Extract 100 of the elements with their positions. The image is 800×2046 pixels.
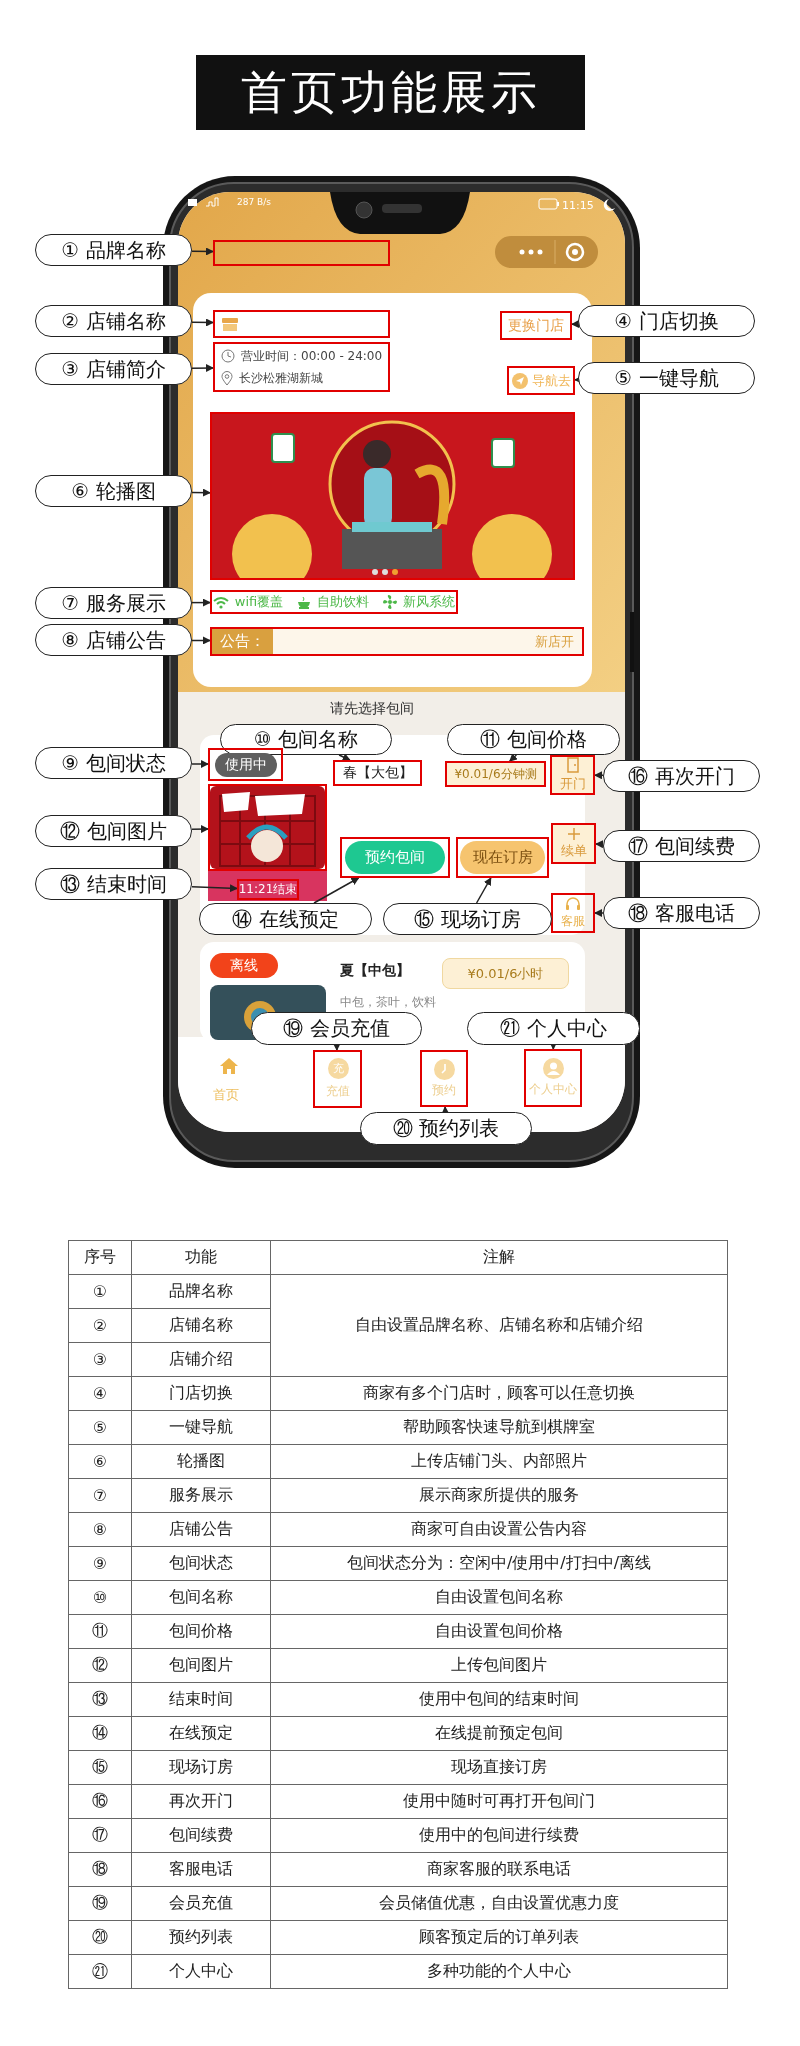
- table-cell: 再次开门: [131, 1784, 271, 1819]
- table-cell: 个人中心: [131, 1954, 271, 1989]
- callout-label: [360, 1112, 532, 1145]
- callout-label: [603, 830, 760, 862]
- leader-arrow: [594, 909, 604, 917]
- ui-text: 客服: [561, 912, 585, 930]
- table-cell: 现场直接订房: [270, 1750, 728, 1785]
- status-text: 287 B/s: [237, 197, 271, 207]
- table-cell: ⑦: [68, 1478, 132, 1513]
- callout-text: ⑤ 一键导航: [614, 364, 719, 392]
- ui-text: 营业时间：00:00 - 24:00: [241, 347, 383, 365]
- leader-arrow: [595, 840, 604, 849]
- table-cell: 展示商家所提供的服务: [270, 1478, 728, 1513]
- notice-tag: 公告：: [212, 629, 273, 654]
- callout-text: ⑫ 包间图片: [60, 817, 167, 845]
- open-door-button: [550, 755, 595, 795]
- price-tag: ¥0.01/6小时: [442, 958, 569, 989]
- leader-arrow: [191, 598, 211, 607]
- navigation-button: [507, 366, 575, 395]
- notice-text: 新店开: [535, 632, 575, 651]
- table-cell: 自由设置包间价格: [270, 1614, 728, 1649]
- leader-arrow: [549, 1042, 558, 1050]
- callout-text: ⑭ 在线预定: [232, 905, 339, 933]
- room-name: 夏【中包】: [340, 962, 410, 980]
- service-list: [210, 590, 458, 614]
- leader-arrow: [571, 320, 580, 329]
- table-cell: 商家有多个门店时，顾客可以任意切换: [270, 1376, 728, 1411]
- banner-picture: [210, 412, 575, 580]
- leader-arrow: [191, 247, 214, 256]
- callout-label: [467, 1012, 640, 1045]
- callout-text: ㉑ 个人中心: [500, 1015, 607, 1042]
- leader-arrow: [191, 488, 211, 497]
- table-cell: ⑱: [68, 1852, 132, 1887]
- table-cell: 现场订房: [131, 1750, 271, 1785]
- table-cell: 在线预定: [131, 1716, 271, 1751]
- table-cell: 包间图片: [131, 1648, 271, 1683]
- callout-text: ⑨ 包间状态: [61, 749, 166, 777]
- service-button: [551, 893, 595, 933]
- notice-bar: [210, 627, 584, 656]
- tab-label: 首页: [213, 1086, 239, 1104]
- ui-text: 自助饮料: [317, 593, 370, 611]
- table-cell: 使用中的包间进行续费: [270, 1818, 728, 1853]
- store-info-box: [213, 342, 390, 392]
- ui-text: 充值: [325, 1082, 350, 1100]
- callout-label: [447, 724, 620, 755]
- table-cell: 品牌名称: [131, 1274, 271, 1309]
- leader-arrow: [441, 1106, 450, 1115]
- leader-arrow: [191, 760, 209, 768]
- table-cell: ⑫: [68, 1648, 132, 1683]
- leader-arrow: [338, 753, 351, 761]
- table-cell: 一键导航: [131, 1410, 271, 1445]
- renew-button: [551, 823, 596, 864]
- table-cell: 包间状态: [131, 1546, 271, 1581]
- callout-text: ① 品牌名称: [61, 236, 166, 264]
- leader-arrow: [594, 771, 604, 780]
- table-cell: ⑳: [68, 1920, 132, 1955]
- callout-text: ⑯ 再次开门: [628, 762, 735, 790]
- callout-text: ⑥ 轮播图: [71, 477, 156, 505]
- price-box: [445, 761, 546, 787]
- ui-text: 个人中心: [529, 1081, 577, 1098]
- callout-label: [578, 362, 755, 394]
- table-cell: ⑰: [68, 1818, 132, 1853]
- ui-text: 导航去: [531, 371, 571, 390]
- callout-text: ② 店铺名称: [61, 307, 166, 335]
- callout-label: [35, 234, 192, 266]
- table-cell: 包间状态分为：空闲中/使用中/打扫中/离线: [270, 1546, 728, 1581]
- table-cell: ⑪: [68, 1614, 132, 1649]
- leader-arrow: [191, 884, 238, 893]
- table-cell: 会员储值优惠，自由设置优惠力度: [270, 1886, 728, 1921]
- store-name-box: [213, 310, 390, 338]
- leader-arrow: [332, 1042, 341, 1051]
- table-cell: ⑧: [68, 1512, 132, 1547]
- callout-label: [35, 587, 192, 619]
- ui-text: 长沙松雅湖新城: [239, 369, 323, 387]
- ui-text: ¥0.01/6分钟测: [454, 765, 537, 783]
- header-cell: 序号: [68, 1240, 132, 1275]
- table-cell: 多种功能的个人中心: [270, 1954, 728, 1989]
- callout-label: [578, 305, 755, 337]
- callout-text: ⑳ 预约列表: [392, 1115, 500, 1142]
- callout-label: [35, 868, 192, 900]
- table-cell: ⑤: [68, 1410, 132, 1445]
- callout-label: [35, 624, 192, 656]
- table-cell: 自由设置品牌名称、店铺名称和店铺介绍: [270, 1274, 728, 1377]
- table-cell: 帮助顾客快速导航到棋牌室: [270, 1410, 728, 1445]
- title-banner: 首页功能展示: [196, 55, 585, 130]
- table-cell: ⑲: [68, 1886, 132, 1921]
- tab-box: [313, 1050, 362, 1108]
- table-cell: 会员充值: [131, 1886, 271, 1921]
- table-cell: 包间价格: [131, 1614, 271, 1649]
- table-cell: ②: [68, 1308, 132, 1343]
- leader-arrow: [191, 318, 214, 327]
- leader-arrow: [191, 364, 214, 372]
- callout-text: ③ 店铺简介: [61, 355, 166, 383]
- callout-text: ④ 门店切换: [614, 307, 719, 335]
- room-description: 中包，茶叶，饮料: [340, 994, 436, 1011]
- leader-arrow: [191, 825, 209, 834]
- callout-label: [251, 1012, 422, 1045]
- table-cell: 使用中包间的结束时间: [270, 1682, 728, 1717]
- table-cell: 在线提前预定包间: [270, 1716, 728, 1751]
- status-box: [208, 748, 283, 781]
